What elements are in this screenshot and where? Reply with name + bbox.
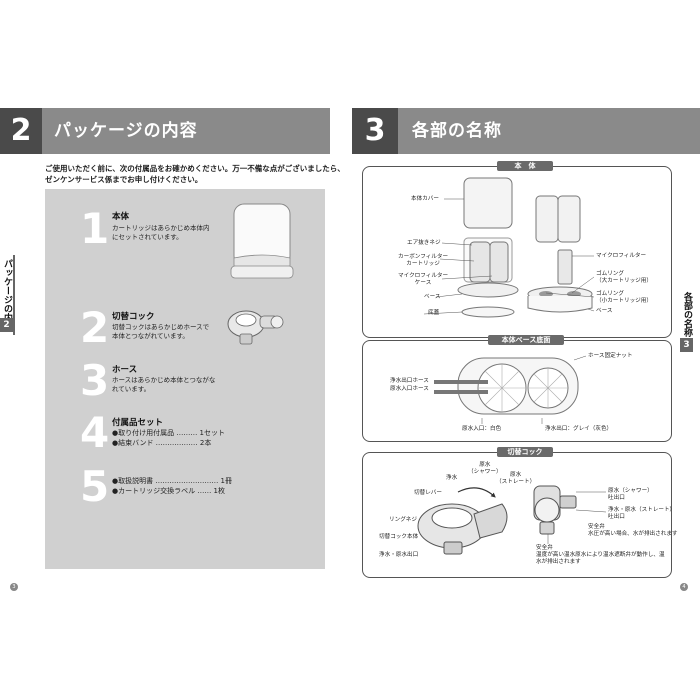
- item-4-number: 4: [80, 408, 110, 457]
- label-out-straight: 浄水・原水（ストレート） 吐出口: [608, 507, 675, 521]
- right-section-banner: 3 各部の名称: [352, 108, 700, 154]
- label-raw-straight-line-2: （ストレート）: [496, 479, 536, 485]
- item-1-number: 1: [80, 204, 110, 253]
- left-side-tab-label: パッケージの内容: [2, 259, 12, 331]
- item-4-desc-line-1: ●取り付け用付属品 ……… 1セット: [112, 429, 226, 437]
- left-section-title: パッケージの内容: [54, 121, 198, 141]
- item-5-desc-line-2: ●カートリッジ交換ラベル …… 1枚: [112, 487, 226, 495]
- label-ring-large: ゴムリング （大カートリッジ用）: [596, 271, 652, 285]
- item-1-desc-line-1: カートリッジはあらかじめ本体内: [112, 224, 210, 232]
- item-3-title: ホース: [112, 365, 138, 375]
- label-clean-water: 浄水: [446, 475, 458, 481]
- label-ring-small: ゴムリング （小カートリッジ用）: [596, 291, 652, 305]
- right-section-number: 3: [352, 108, 398, 154]
- label-ring-small-line-2: （小カートリッジ用）: [596, 298, 652, 304]
- item-5-number: 5: [80, 462, 110, 511]
- filter-unit-image: [230, 203, 294, 279]
- item-1-desc: カートリッジはあらかじめ本体内 にセットされています。: [112, 224, 210, 242]
- label-carbon-line-1: カーボンフィルター: [398, 254, 449, 260]
- label-ring-screw: リングネジ: [389, 517, 417, 523]
- label-raw-straight-line-1: 原水: [509, 472, 522, 478]
- label-micro-case: マイクロフィルター ケース: [398, 273, 448, 287]
- label-safety-valve: 安全弁 水圧が高い場合、水が排出されます: [588, 524, 678, 538]
- label-outlet-color: 浄水出口：グレイ（灰色）: [545, 426, 613, 432]
- main-unit-box: [362, 166, 672, 338]
- right-page-number: 4: [680, 583, 688, 591]
- label-hot-line-1: 安全弁: [536, 545, 553, 551]
- label-ring-large-line-1: ゴムリング: [596, 271, 624, 277]
- base-bottom-header: 本体ベース底面: [488, 335, 564, 345]
- label-raw-shower: 原水 （シャワー）: [468, 462, 502, 476]
- label-hot-line-2: 温度が高い温水原水により温水遮断弁が動作し、温: [536, 552, 665, 558]
- label-out-straight-line-2: 吐出口: [608, 514, 625, 520]
- item-5-desc-line-1: ●取扱説明書 ……………………… 1冊: [112, 477, 233, 485]
- item-3-desc-line-2: れています。: [112, 385, 151, 393]
- label-micro-case-line-1: マイクロフィルター: [398, 273, 449, 279]
- left-section-banner: 2 パッケージの内容: [0, 108, 330, 154]
- item-5-desc: ●取扱説明書 ……………………… 1冊 ●カートリッジ交換ラベル …… 1枚: [112, 476, 232, 496]
- label-carbon-cartridge: カーボンフィルター カートリッジ: [398, 254, 448, 268]
- label-safety-line-2: 水圧が高い場合、水が排出されます: [588, 531, 678, 537]
- label-body-cover: 本体カバー: [411, 196, 439, 202]
- intro-line-2: ゼンケンサービス係までお申し付けください。: [45, 175, 203, 184]
- label-raw-shower-line-2: （シャワー）: [468, 469, 502, 475]
- label-inlet-color: 原水入口：白色: [462, 426, 502, 432]
- item-1-desc-line-2: にセットされています。: [112, 233, 183, 241]
- right-section-title: 各部の名称: [412, 121, 502, 141]
- label-hot-line-3: 水が排出されます: [536, 559, 581, 565]
- label-carbon-line-2: カートリッジ: [406, 261, 440, 267]
- label-safety-line-1: 安全弁: [588, 524, 605, 530]
- label-ring-small-line-1: ゴムリング: [596, 291, 624, 297]
- left-side-tab: パッケージの内容: [0, 255, 15, 335]
- label-out-shower: 原水（シャワー） 吐出口: [608, 488, 653, 502]
- label-bottom-lid: 底蓋: [428, 310, 440, 316]
- label-hot-valve: 安全弁 温度が高い温水原水により温水遮断弁が動作し、温 水が排出されます: [536, 545, 665, 566]
- label-raw-straight: 原水 （ストレート）: [496, 472, 535, 486]
- item-2-desc-line-2: 本体とつながれています。: [112, 332, 189, 340]
- label-ring-large-line-2: （大カートリッジ用）: [596, 278, 652, 284]
- label-base-left: ベース: [424, 294, 441, 300]
- label-base-right: ベース: [596, 308, 613, 314]
- item-4-title: 付属品セット: [112, 418, 164, 428]
- item-2-title: 切替コック: [112, 312, 155, 322]
- switch-cock-box: [362, 452, 672, 578]
- item-2-desc-line-1: 切替コックはあらかじめホースで: [112, 323, 210, 331]
- label-micro-filter: マイクロフィルター: [596, 253, 647, 259]
- label-inlet-hose: 原水入口ホース: [390, 386, 429, 392]
- label-lever: 切替レバー: [414, 490, 442, 496]
- label-micro-case-line-2: ケース: [414, 280, 432, 286]
- label-raw-shower-line-1: 原水: [479, 462, 491, 468]
- left-page-number: 3: [10, 583, 18, 591]
- switch-cock-header: 切替コック: [497, 447, 553, 457]
- intro-line-1: ご使用いただく前に、次の付属品をお確かめください。万一不備な点がございましたら、: [45, 164, 345, 173]
- label-cock-body: 切替コック本体: [379, 534, 419, 540]
- left-section-number: 2: [0, 108, 42, 154]
- item-3-number: 3: [80, 356, 110, 405]
- item-2-desc: 切替コックはあらかじめホースで 本体とつながれています。: [112, 323, 209, 341]
- switch-cock-diagram: [417, 485, 607, 555]
- item-2-number: 2: [80, 303, 110, 352]
- switch-cock-image: [227, 310, 284, 345]
- base-bottom-diagram: [434, 355, 587, 424]
- item-4-desc-line-2: ●結束バンド ……………… 2本: [112, 439, 212, 447]
- label-outlet-hose: 浄水出口ホース: [390, 378, 429, 384]
- label-out-shower-line-1: 原水（シャワー）: [608, 488, 653, 494]
- right-side-tab-label: 各部の名称: [682, 292, 692, 337]
- item-4-desc: ●取り付け用付属品 ……… 1セット ●結束バンド ……………… 2本: [112, 428, 225, 448]
- label-hose-nut: ホース固定ナット: [588, 353, 633, 359]
- item-3-desc: ホースはあらかじめ本体とつながな れています。: [112, 376, 215, 394]
- intro-text: ご使用いただく前に、次の付属品をお確かめください。万一不備な点がございましたら、…: [45, 163, 345, 185]
- label-outlet-bottom: 浄水・原水出口: [379, 552, 419, 558]
- label-air-screw: エア抜きネジ: [407, 240, 441, 246]
- item-3-desc-line-1: ホースはあらかじめ本体とつながな: [112, 376, 216, 384]
- item-1-title: 本体: [112, 212, 130, 222]
- main-unit-header: 本 体: [497, 161, 553, 171]
- label-out-straight-line-1: 浄水・原水（ストレート）: [608, 507, 676, 513]
- left-side-tab-number: 2: [0, 318, 13, 332]
- main-unit-diagram: [423, 177, 595, 318]
- right-side-tab-number: 3: [680, 338, 693, 352]
- label-out-shower-line-2: 吐出口: [608, 495, 625, 501]
- right-side-tab: 各部の名称: [680, 290, 693, 350]
